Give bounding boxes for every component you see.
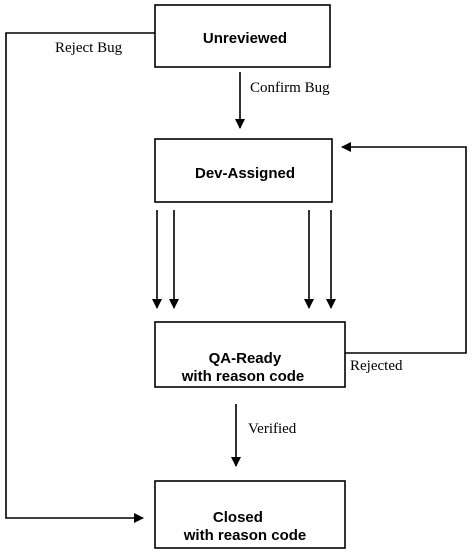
node-qa-ready-label-line2: with reason code	[181, 368, 305, 385]
svg-text:Dev-Assigned: Dev-Assigned	[195, 165, 295, 182]
node-closed-label-line1: Closed	[213, 509, 263, 526]
svg-text:Unreviewed: Unreviewed	[203, 30, 287, 47]
svg-text:QA-Ready with reason cod: QA-Ready with reason code	[181, 350, 305, 385]
node-dev-assigned-label: Dev-Assigned	[195, 165, 295, 182]
edge-rejected	[341, 142, 467, 354]
edge-reject-bug-label: Reject Bug	[55, 40, 123, 56]
edge-reject-bug	[5, 32, 155, 523]
node-qa-ready-label-line1: QA-Ready	[209, 350, 282, 367]
node-closed-label-line2: with reason code	[183, 527, 307, 544]
svg-text:Closed with reason code: Closed with reason code	[183, 509, 307, 544]
edge-confirm-bug-label: Confirm Bug	[250, 80, 330, 96]
node-closed: Closed with reason code	[154, 480, 346, 549]
node-unreviewed: Unreviewed	[154, 4, 331, 68]
node-dev-assigned: Dev-Assigned	[154, 138, 333, 203]
node-qa-ready: QA-Ready with reason code	[154, 321, 346, 388]
edge-rejected-label: Rejected	[350, 358, 403, 374]
node-unreviewed-label: Unreviewed	[203, 30, 287, 47]
edge-verified-label: Verified	[248, 421, 297, 437]
